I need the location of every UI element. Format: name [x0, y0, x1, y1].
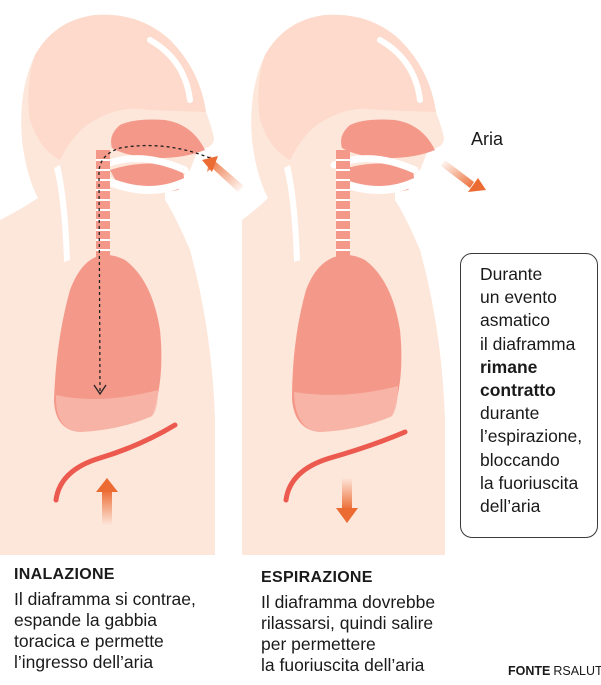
callout-line: dell’aria — [480, 495, 582, 518]
left-diaphragm-arrow-shaft — [102, 490, 112, 525]
inhalation-line: toracica e permette — [14, 631, 196, 652]
exhalation-line: per permettere — [261, 634, 435, 655]
exhalation-title: ESPIRAZIONE — [261, 569, 373, 587]
right-figure — [242, 15, 486, 555]
exhalation-line: rilassarsi, quindi salire — [261, 613, 435, 634]
right-diaphragm-arrow-shaft — [342, 478, 352, 510]
source-value: RSALUT — [553, 664, 601, 678]
exhalation-line: la fuoriuscita dell’aria — [261, 655, 435, 676]
asthma-callout-text: Durante un evento asmatico il diaframma … — [480, 263, 582, 518]
callout-line: l’espirazione, — [480, 425, 582, 448]
callout-line: bloccando — [480, 449, 582, 472]
left-figure — [0, 15, 244, 555]
inhalation-line: espande la gabbia — [14, 610, 196, 631]
air-label: Aria — [471, 129, 503, 150]
inhalation-title: INALAZIONE — [14, 566, 115, 584]
exhalation-line: Il diaframma dovrebbe — [261, 592, 435, 613]
inhalation-line: Il diaframma si contrae, — [14, 589, 196, 610]
inhalation-line: l’ingresso dell’aria — [14, 652, 196, 673]
callout-line-bold: rimane — [480, 356, 582, 379]
source-label: FONTE — [508, 664, 550, 678]
callout-line: asmatico — [480, 309, 582, 332]
callout-line: Durante — [480, 263, 582, 286]
callout-line-bold: contratto — [480, 379, 582, 402]
callout-line: il diaframma — [480, 333, 582, 356]
inhalation-description: Il diaframma si contrae, espande la gabb… — [14, 589, 196, 673]
callout-line: la fuoriuscita — [480, 472, 582, 495]
exhalation-description: Il diaframma dovrebbe rilassarsi, quindi… — [261, 592, 435, 676]
right-exhale-arrow — [441, 160, 474, 188]
callout-line: un evento — [480, 286, 582, 309]
callout-line: durante — [480, 402, 582, 425]
left-trachea — [96, 150, 110, 265]
right-trachea — [336, 150, 350, 265]
